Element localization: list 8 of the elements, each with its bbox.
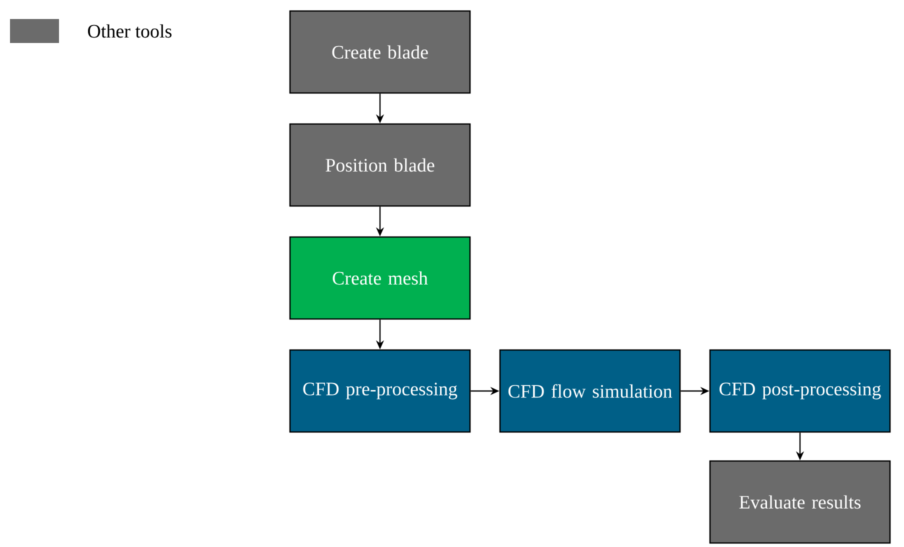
process-box: CFD post-processing xyxy=(709,349,891,433)
process-box: Position blade xyxy=(289,123,471,207)
process-box: Evaluate results xyxy=(709,460,891,544)
legend-label: Other tools xyxy=(88,24,172,38)
process-box: Create mesh xyxy=(289,236,471,320)
process-box: CFD pre-processing xyxy=(289,349,471,433)
process-box: CFD flow simulation xyxy=(499,349,681,433)
process-box: Create blade xyxy=(289,10,471,94)
